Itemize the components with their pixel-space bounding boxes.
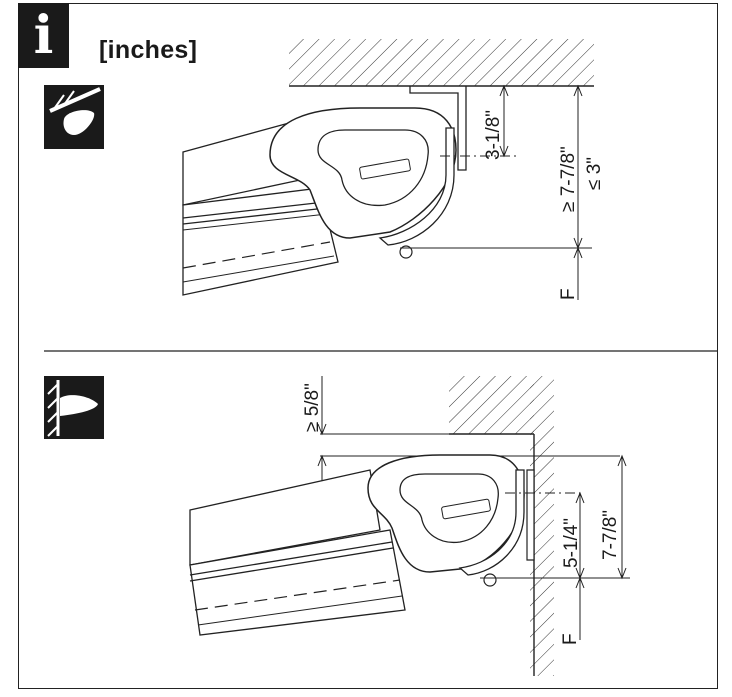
bolt-wall [483,573,497,587]
bolt [399,245,413,259]
ceiling-mount-icon [44,85,104,149]
awning-profile-wall [189,469,381,566]
dim-top-wall: ≥ 5/8" [302,383,323,432]
dim-f-wall: F [560,633,581,645]
dim-total-ceiling: ≥ 7-7/8" [558,146,579,212]
ceiling-block [289,39,594,86]
unit-label: [inches] [99,36,198,64]
info-icon: i [18,3,69,68]
wall-mount-drawing: ≥ 5/8" 5-1/4" 7-7/8" F [189,376,630,676]
wall-mount-icon [44,376,104,439]
dim-mid-wall: 5-1/4" [561,518,582,568]
page-frame [18,3,718,689]
dim-total-wall: 7-7/8" [600,510,621,560]
ceiling-mount-drawing: 3-1/8" ≥ 7-7/8" ≤ 3" F [182,39,605,300]
brand-plate [359,158,411,180]
brand-plate-wall [441,498,491,520]
info-icon-letter: i [33,5,54,66]
dim-f-ceiling: F [558,288,579,300]
wall-bracket [526,469,535,561]
dim-top-ceiling: 3-1/8" [483,110,504,160]
wall-block-top [449,376,534,434]
dim-max-ceiling: ≤ 3" [584,157,605,190]
